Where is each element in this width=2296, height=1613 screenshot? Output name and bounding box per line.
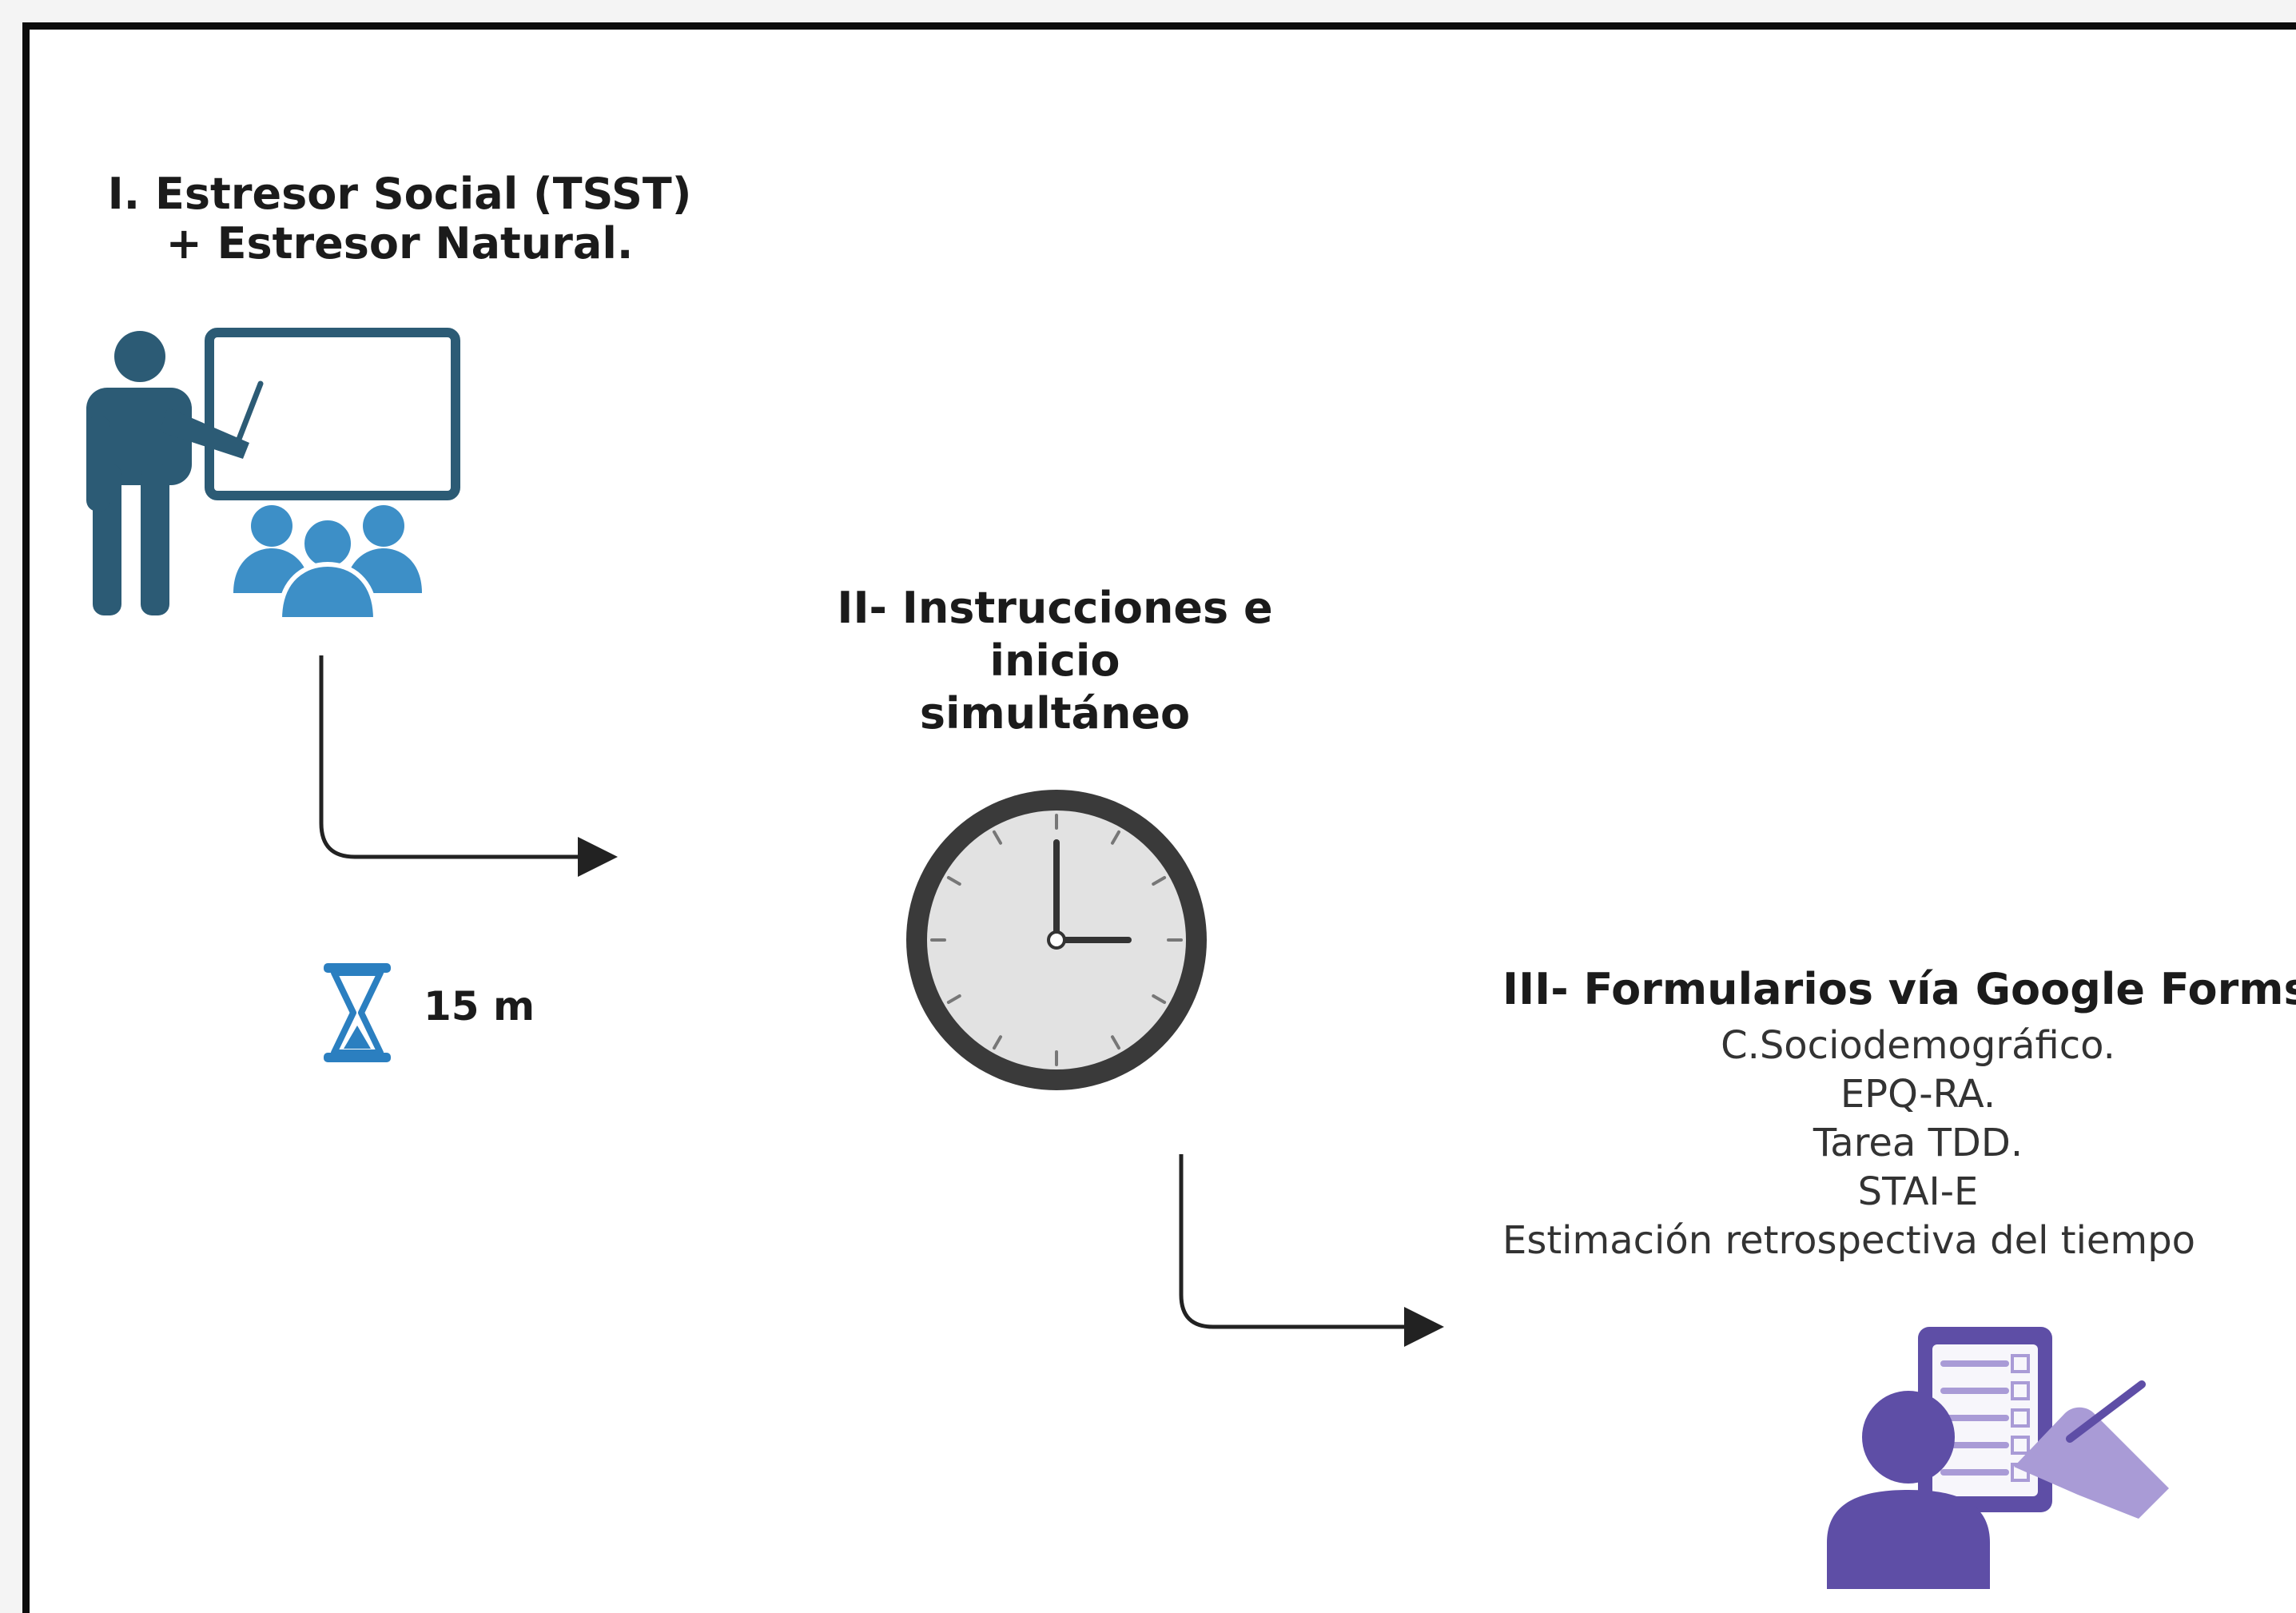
duration-label: 15 m — [424, 983, 535, 1030]
hourglass-icon — [324, 963, 391, 1062]
flow-arrow-2 — [1179, 1154, 1444, 1347]
form-item: EPQ-RA. — [1840, 1072, 1996, 1117]
form-item: STAI-E — [1857, 1169, 1979, 1214]
teacher-presenting-icon — [86, 328, 460, 622]
form-item: C.Sociodemográfico. — [1721, 1023, 2115, 1068]
forms-list: C.Sociodemográfico. EPQ-RA. Tarea TDD. S… — [1502, 1022, 2296, 1265]
form-item: Estimación retrospectiva del tiempo — [1502, 1218, 2196, 1263]
person-filling-form-icon — [1827, 1327, 2169, 1589]
clock-icon — [906, 790, 1207, 1090]
diagram-frame — [22, 22, 2296, 1613]
form-item: Tarea TDD. — [1813, 1121, 2023, 1165]
step-3-title: III- Formularios vía Google Forms — [1502, 964, 2296, 1014]
step-1-title: I. Estresor Social (TSST) + Estresor Nat… — [107, 169, 692, 269]
step-2-title: II- Instrucciones e inicio simultáneo — [837, 583, 1273, 739]
flow-arrow-1 — [319, 655, 618, 877]
